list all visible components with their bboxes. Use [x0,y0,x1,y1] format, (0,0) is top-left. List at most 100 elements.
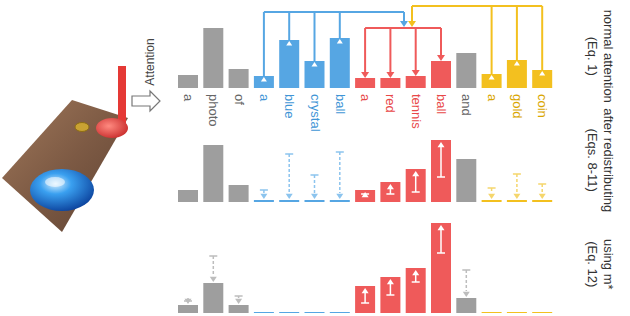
connector-line [386,294,394,296]
connector-line [263,12,265,76]
tennis-ball [96,118,128,138]
connector-line [415,175,417,192]
attention-bar [532,70,552,88]
token-label: photo [207,94,220,127]
attention-bar [431,61,451,88]
connector-line [412,281,420,283]
wooden-table [2,100,128,232]
attention-bar [507,60,527,88]
token-label: crystal [308,94,321,132]
attention-bar [330,200,350,202]
attention-bar [279,40,299,88]
token-label: ball [435,94,448,114]
attention-bar [380,78,400,88]
arrowhead [336,194,343,199]
arrowhead [412,171,419,176]
attention-bar [532,200,552,202]
connector-line [314,175,316,193]
connector-line [440,28,442,56]
connector-line [364,28,366,73]
connector-line [440,229,442,253]
attention-bar [330,312,350,313]
axis-label: Attention [144,38,156,85]
attention-bar [305,61,325,88]
connector-line [238,296,240,298]
attention-bar [380,182,400,202]
connector-line [264,11,404,13]
connector-line [339,152,341,193]
row-label: using m* (Eq. 12) [584,231,617,297]
arrowhead [361,72,369,78]
arrowhead [386,72,394,78]
arrowhead [412,70,420,76]
arrowhead [362,192,369,197]
attention-bar [229,185,249,202]
attention-bar [507,200,527,202]
token-label: blue [283,94,296,119]
connector-line [541,6,543,70]
token-label: coin [536,94,549,118]
arrowhead [514,61,520,66]
attention-bar [178,190,198,202]
attention-bar [456,53,476,88]
attention-bar [203,283,223,313]
arrowhead [489,75,495,80]
attention-bar [279,200,299,202]
arrowhead [312,62,318,67]
connector-line [339,12,341,38]
connector-line [437,252,445,254]
arrowhead [438,142,445,147]
connector-line [411,6,413,22]
connector-line [288,154,290,193]
attention-arrow [132,91,160,111]
connector-line [415,28,417,71]
connector-line [516,6,518,60]
arrowhead [437,55,445,61]
attention-bar [456,159,476,202]
attention-bar [406,169,426,202]
connector-line [491,6,493,74]
attention-bar [203,145,223,202]
connector-line [365,27,441,29]
attention-bar [380,277,400,313]
connector-line [361,302,369,304]
arrowhead [210,277,217,282]
attention-bar [406,76,426,88]
token-label: and [460,94,473,116]
arrowhead [185,299,192,304]
connector-line [466,270,468,291]
attention-bar [229,69,249,88]
arrowhead [400,21,408,27]
attention-bar [482,74,502,88]
token-label: of [232,94,245,105]
attention-bar [229,305,249,313]
photo-illustration [2,66,128,232]
connector-line [386,193,394,195]
arrowhead [362,288,369,293]
attention-bar [456,298,476,313]
arrowhead [235,299,242,304]
attention-bar [532,312,552,313]
arrowhead [387,279,394,284]
connector-line [263,190,265,193]
attention-bar [254,200,274,202]
attention-bar [279,312,299,313]
arrowhead [539,194,546,199]
crystal-ball [30,169,94,211]
arrowhead [513,194,520,199]
token-label: a [257,94,270,101]
arrowhead [463,292,470,297]
attention-bar [355,78,375,88]
arrowhead [412,270,419,275]
attention-bar [431,223,451,313]
connector-line [541,184,543,193]
connector-line [389,28,391,73]
attention-bar [482,200,502,202]
row-label: normal attention (Eq. 1) [584,0,617,112]
attention-bar [507,312,527,313]
connector-line [390,283,392,295]
connector-line [412,191,420,193]
arrowhead [260,194,267,199]
attention-bar [330,38,350,88]
